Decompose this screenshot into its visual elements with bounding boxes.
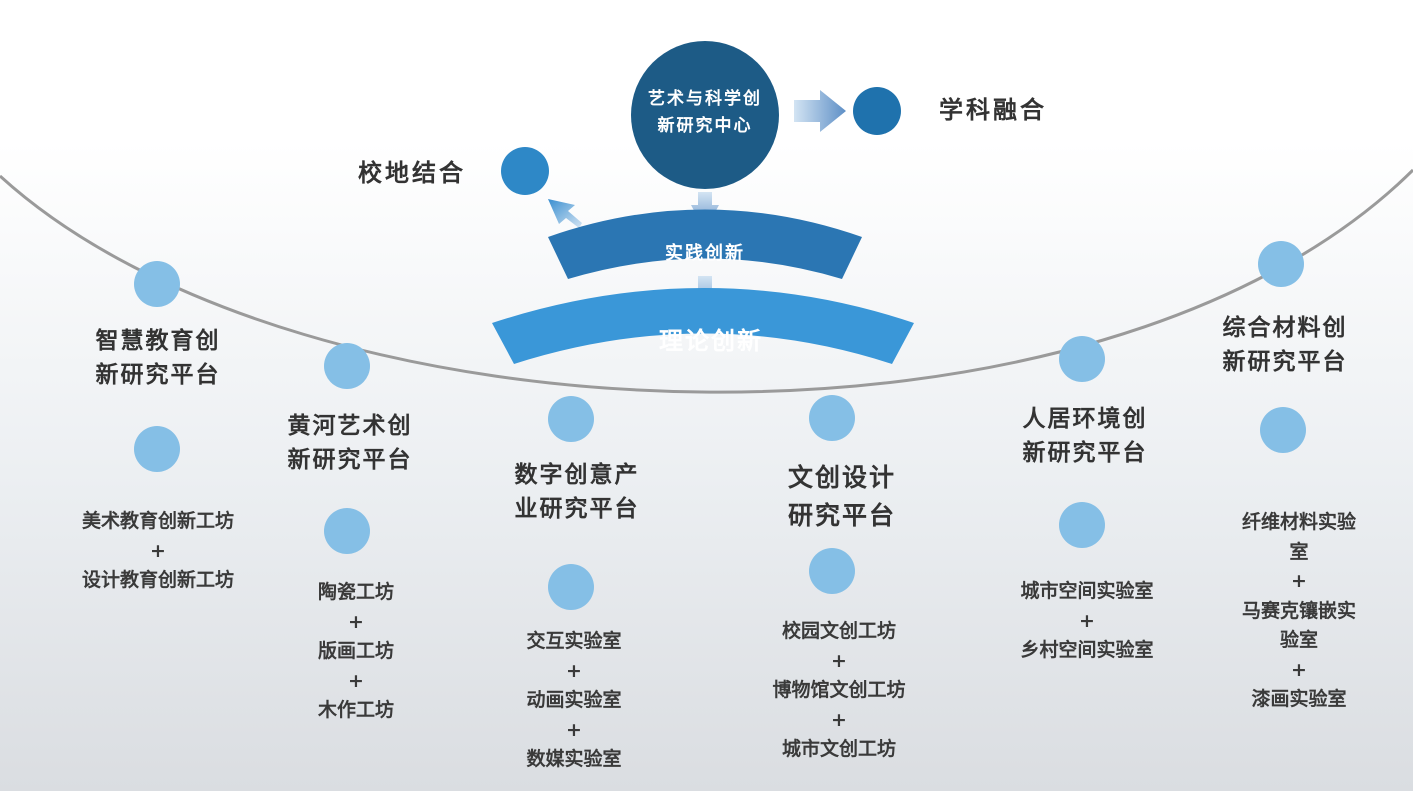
- platform-units-3: 交互实验室 + 动画实验室 + 数媒实验室: [526, 630, 622, 770]
- unit-dot-3: [548, 564, 594, 610]
- platform-name-3: 数字创意产 业研究平台: [514, 462, 640, 522]
- school-local-label: 校地结合: [358, 159, 466, 187]
- platform-units-1: 美术教育创新工坊 + 设计教育创新工坊: [81, 510, 235, 591]
- platform-dot-1: [134, 261, 180, 307]
- unit-dot-1: [134, 426, 180, 472]
- theory-band: [492, 288, 914, 364]
- platform-name-1: 智慧教育创 新研究平台: [95, 328, 221, 388]
- platform-dot-2: [324, 343, 370, 389]
- platform-units-5: 城市空间实验室 + 乡村空间实验室: [1020, 580, 1154, 661]
- platform-dot-6: [1258, 241, 1304, 287]
- practice-label: 实践创新: [665, 243, 745, 264]
- arrow-right-icon: [794, 90, 846, 132]
- discipline-dot: [853, 87, 901, 135]
- center-node: [631, 41, 779, 189]
- unit-dot-6: [1260, 407, 1306, 453]
- platform-dot-3: [548, 396, 594, 442]
- arrow-upleft-icon: [548, 199, 582, 228]
- center-title: 艺术与科学创 新研究中心: [648, 89, 762, 136]
- discipline-label: 学科融合: [939, 96, 1047, 124]
- platform-name-2: 黄河艺术创 新研究平台: [287, 413, 413, 473]
- school-local-dot: [501, 147, 549, 195]
- theory-label: 理论创新: [659, 327, 763, 355]
- platform-name-5: 人居环境创 新研究平台: [1022, 406, 1148, 466]
- unit-dot-2: [324, 508, 370, 554]
- unit-dot-4: [809, 548, 855, 594]
- platform-units-4: 校园文创工坊 + 博物馆文创工坊 + 城市文创工坊: [772, 620, 906, 760]
- platform-units-2: 陶瓷工坊 + 版画工坊 + 木作工坊: [317, 581, 395, 721]
- platform-name-4: 文创设计 研究平台: [787, 463, 897, 530]
- practice-band: [548, 209, 862, 279]
- unit-dot-5: [1059, 502, 1105, 548]
- platform-dot-5: [1059, 336, 1105, 382]
- platform-name-6: 综合材料创 新研究平台: [1222, 315, 1348, 375]
- platform-units-6: 纤维材料实验室 + 马赛克镶嵌实验室 + 漆画实验室: [1242, 511, 1357, 710]
- platform-dot-4: [809, 395, 855, 441]
